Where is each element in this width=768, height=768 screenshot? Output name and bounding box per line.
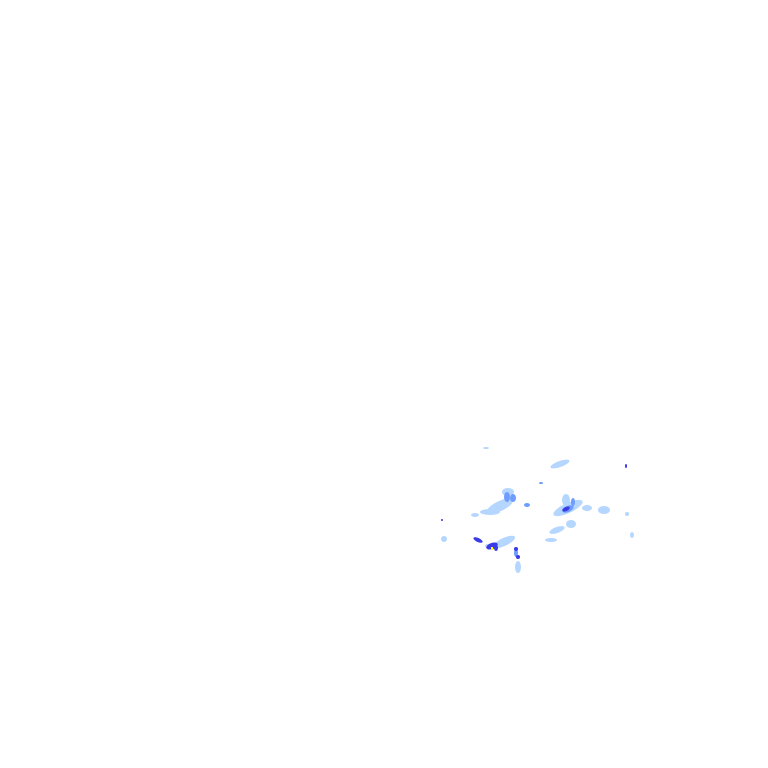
precipitation-heavy — [441, 464, 627, 559]
precipitation-moderate — [504, 482, 575, 557]
precipitation-intense — [491, 547, 493, 550]
precipitation-light — [441, 447, 634, 573]
